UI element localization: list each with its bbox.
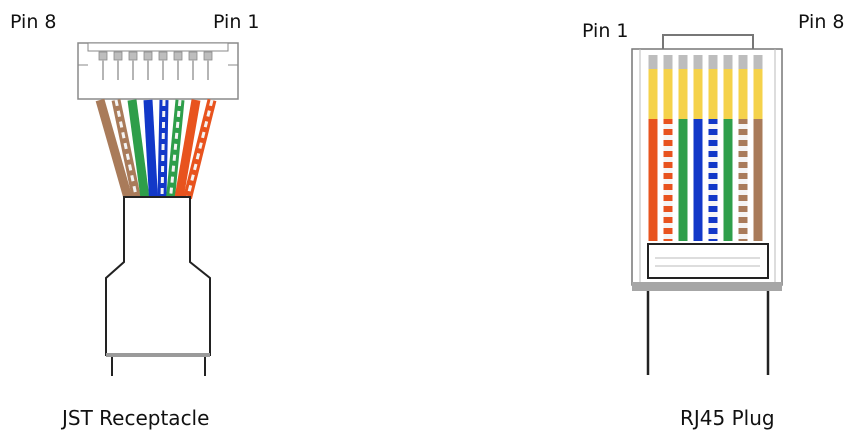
rj45-wire-stripe-2 <box>663 179 673 184</box>
rj45-wire-stripe-7 <box>738 135 748 140</box>
rj45-wire-stripe-7 <box>738 168 748 173</box>
jst-pin-8-label: Pin 8 <box>10 11 57 33</box>
jst-wire-stripe-6 <box>169 99 182 199</box>
jst-contact-3 <box>173 51 183 61</box>
jst-contact-7 <box>113 51 123 61</box>
rj45-blade-6 <box>723 69 733 119</box>
rj45-cable-band <box>632 282 782 291</box>
rj45-wire-stripe-7 <box>738 157 748 162</box>
rj45-caption: RJ45 Plug <box>680 406 775 430</box>
rj45-wire-4 <box>693 119 703 241</box>
rj45-wire-stripe-2 <box>663 234 673 239</box>
jst-contact-4 <box>158 51 168 61</box>
rj45-wire-stripe-2 <box>663 212 673 217</box>
rj45-wire-stripe-5 <box>708 234 718 239</box>
rj45-wire-stripe-7 <box>738 212 748 217</box>
rj45-wire-stripe-5 <box>708 168 718 173</box>
rj45-wire-stripe-2 <box>663 168 673 173</box>
rj45-contact-4 <box>693 55 703 69</box>
rj45-wire-stripe-7 <box>738 201 748 206</box>
rj45-latch <box>662 34 754 51</box>
jst-header-top-ridge <box>87 42 229 52</box>
rj45-wire-stripe-7 <box>738 223 748 228</box>
jst-wire-4 <box>143 99 158 199</box>
rj45-wire-stripe-5 <box>708 212 718 217</box>
rj45-wire-stripe-5 <box>708 223 718 228</box>
rj45-blade-8 <box>753 69 763 119</box>
jst-cable-boot <box>105 196 211 356</box>
rj45-contact-2 <box>663 55 673 69</box>
rj45-wire-stripe-5 <box>708 146 718 151</box>
rj45-contact-6 <box>723 55 733 69</box>
rj45-strain-relief <box>647 243 769 279</box>
rj45-blade-1 <box>648 69 658 119</box>
jst-wire-stripe-2 <box>114 99 138 199</box>
rj45-wire-stripe-7 <box>738 179 748 184</box>
rj45-wire-stripe-5 <box>708 157 718 162</box>
jst-contact-6 <box>128 51 138 61</box>
jst-contact-5 <box>143 51 153 61</box>
rj45-blade-5 <box>708 69 718 119</box>
rj45-wire-3 <box>678 119 688 241</box>
rj45-blade-2 <box>663 69 673 119</box>
rj45-pin-8-label: Pin 8 <box>798 11 845 33</box>
jst-wire-7 <box>174 99 201 199</box>
jst-contact-2 <box>188 51 198 61</box>
rj45-blade-4 <box>693 69 703 119</box>
rj45-wire-stripe-5 <box>708 135 718 140</box>
rj45-wire-stripe-2 <box>663 201 673 206</box>
rj45-contact-3 <box>678 55 688 69</box>
rj45-wire-stripe-2 <box>663 157 673 162</box>
jst-wire-1 <box>95 98 133 200</box>
rj45-contact-8 <box>753 55 763 69</box>
rj45-wire-stripe-2 <box>663 190 673 195</box>
rj45-wire-1 <box>648 119 658 241</box>
rj45-wire-stripe-2 <box>663 124 673 129</box>
rj45-wire-stripe-7 <box>738 190 748 195</box>
rj45-contact-5 <box>708 55 718 69</box>
rj45-blade-3 <box>678 69 688 119</box>
jst-wire-stripe-5 <box>160 99 166 199</box>
rj45-wire-stripe-5 <box>708 190 718 195</box>
rj45-contact-1 <box>648 55 658 69</box>
rj45-wire-stripe-7 <box>738 234 748 239</box>
jst-wire-stripe-8 <box>186 99 214 199</box>
rj45-wire-stripe-5 <box>708 124 718 129</box>
jst-pin-1-label: Pin 1 <box>213 11 260 33</box>
rj45-wire-stripe-2 <box>663 135 673 140</box>
rj45-wire-stripe-7 <box>738 124 748 129</box>
rj45-contact-7 <box>738 55 748 69</box>
rj45-wire-stripe-5 <box>708 179 718 184</box>
rj45-wire-stripe-2 <box>663 146 673 151</box>
rj45-wire-6 <box>723 119 733 241</box>
jst-contact-1 <box>203 51 213 61</box>
rj45-wire-stripe-5 <box>708 201 718 206</box>
jst-contact-8 <box>98 51 108 61</box>
rj45-wire-8 <box>753 119 763 241</box>
rj45-wire-stripe-2 <box>663 223 673 228</box>
jst-caption: JST Receptacle <box>62 406 210 430</box>
rj45-blade-7 <box>738 69 748 119</box>
rj45-wire-stripe-7 <box>738 146 748 151</box>
jst-wire-3 <box>127 99 150 199</box>
rj45-pin-1-label: Pin 1 <box>582 20 629 42</box>
